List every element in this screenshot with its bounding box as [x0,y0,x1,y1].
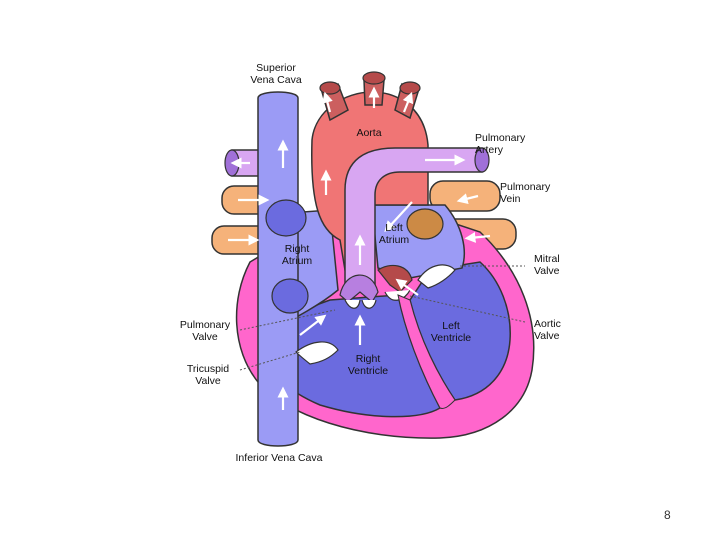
vena-cava-opening-lower [271,278,309,314]
pulmonary-valve [339,274,379,309]
label-aortic-valve: Aortic Valve [534,318,561,342]
label-mitral-valve: Mitral Valve [534,253,560,277]
label-left-atrium: Left Atrium [378,222,410,246]
label-superior-vena-cava: Superior Vena Cava [250,62,302,86]
label-tricuspid-valve: Tricuspid Valve [186,363,230,387]
septum [397,294,456,409]
page-number: 8 [664,508,671,522]
flow-arrows [228,86,491,410]
label-left-ventricle: Left Ventricle [430,320,472,344]
leader-lines [239,265,526,371]
vena-cava-opening-upper [265,199,307,237]
label-inferior-vena-cava: Inferior Vena Cava [235,452,323,464]
label-pulmonary-artery: Pulmonary Artery [475,132,526,156]
vena-cava [257,91,299,447]
mitral-valve [417,264,456,289]
tricuspid-valve [295,341,339,365]
label-right-atrium: Right Atrium [281,243,313,267]
label-pulmonary-vein: Pulmonary Vein [500,181,551,205]
label-aorta: Aorta [356,127,382,139]
pulmonary-artery-end [474,147,490,173]
label-right-ventricle: Right Ventricle [347,353,389,377]
pulmonary-vein-opening [406,208,444,240]
label-pulmonary-valve: Pulmonary Valve [179,319,231,343]
